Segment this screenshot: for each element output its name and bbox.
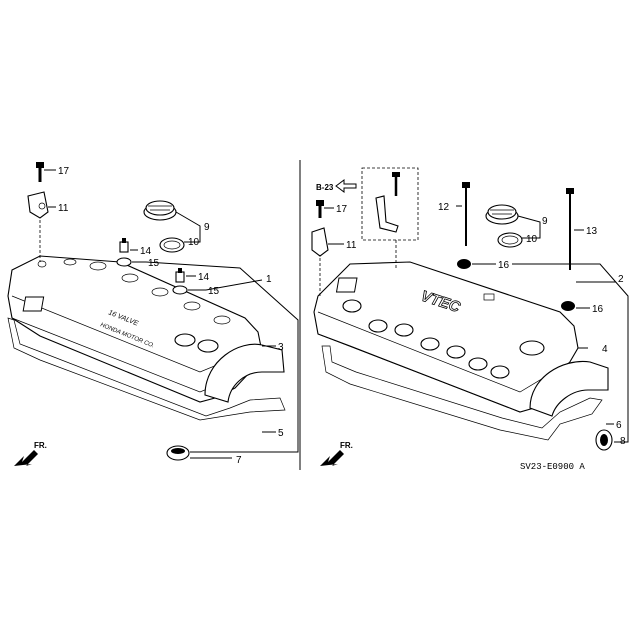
left-seal-10: [159, 237, 185, 253]
left-callout-3: 3: [278, 342, 284, 353]
right-seal-10: [497, 232, 523, 248]
left-grommet-14b: [175, 268, 185, 283]
left-washer-15b: [172, 285, 188, 295]
right-valve-cover-assembly: VTEC B-23: [311, 167, 629, 472]
right-callout-10: 10: [526, 234, 538, 245]
right-front-label: FR.: [340, 441, 353, 450]
right-long-bolt-12: [462, 182, 470, 246]
right-callout-16b: 16: [592, 304, 604, 315]
left-callout-10: 10: [188, 237, 200, 248]
left-honda-logo: [22, 296, 45, 312]
right-callout-9: 9: [542, 216, 548, 227]
left-bolt-17: [36, 162, 44, 182]
left-callout-14a: 14: [140, 246, 152, 257]
right-callout-8: 8: [620, 436, 626, 447]
right-front-arrow: FR.: [320, 441, 353, 466]
right-callout-13: 13: [586, 226, 598, 237]
right-bracket-11: [311, 227, 329, 257]
left-callout-15a: 15: [148, 258, 160, 269]
right-callout-17: 17: [336, 204, 348, 215]
left-callout-7: 7: [236, 455, 242, 466]
left-end-cap: [204, 343, 285, 403]
right-end-cap: [529, 360, 609, 417]
left-bracket-11: [27, 191, 49, 219]
left-grommet-14a: [119, 238, 129, 253]
section-ref-label: B-23: [316, 183, 334, 192]
right-callout-6: 6: [616, 420, 622, 431]
left-callout-11: 11: [58, 203, 69, 214]
reference-code: SV23-E0900 A: [520, 462, 585, 472]
right-honda-logo: [335, 277, 358, 293]
left-callout-15b: 15: [208, 286, 220, 297]
left-callout-14b: 14: [198, 272, 210, 283]
left-valve-cover-assembly: 16 VALVE HONDA MOTOR CO.: [7, 162, 299, 466]
right-callout-11: 11: [346, 240, 357, 251]
right-callout-2: 2: [618, 274, 624, 285]
left-washer-15a: [116, 257, 132, 267]
right-oil-cap-9: [485, 204, 519, 225]
section-ref-arrow: B-23: [316, 179, 357, 193]
right-inset-box: [361, 167, 419, 241]
left-callout-9: 9: [204, 222, 210, 233]
left-callout-5: 5: [278, 428, 284, 439]
right-callout-16a: 16: [498, 260, 510, 271]
right-callout-12: 12: [438, 202, 450, 213]
left-front-label: FR.: [34, 441, 47, 450]
left-callout-1: 1: [266, 274, 272, 285]
left-valve-cover-1: [7, 255, 263, 403]
right-inset-bolt: [392, 172, 400, 196]
right-grommet-16b: [561, 301, 575, 311]
left-oil-cap-9: [143, 200, 177, 221]
right-inset-bracket: [375, 195, 399, 233]
right-callout-4: 4: [602, 344, 608, 355]
right-long-bolt-13: [566, 188, 574, 270]
left-callout-17: 17: [58, 166, 70, 177]
right-grommet-16a: [457, 259, 471, 269]
right-bolt-17: [316, 200, 324, 218]
left-front-arrow: FR.: [14, 441, 47, 466]
right-gasket-6: [321, 345, 603, 441]
left-gasket-5: [7, 317, 286, 421]
